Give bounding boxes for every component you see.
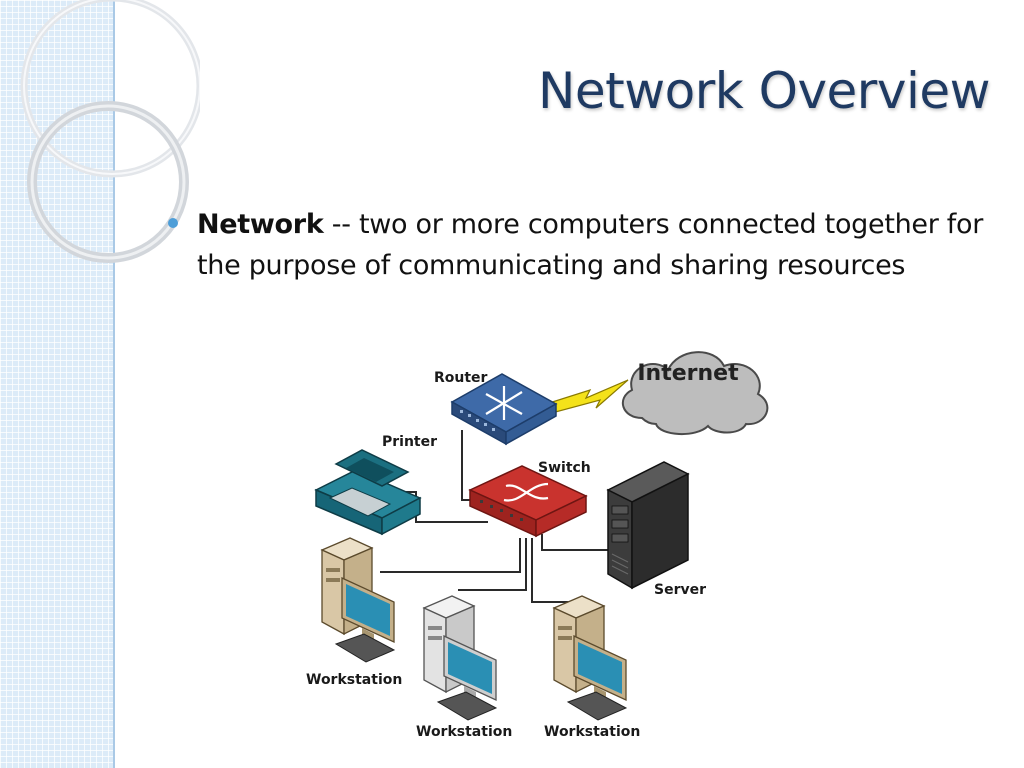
workstation-center-device xyxy=(422,595,498,721)
network-diagram: Internet Router Sw xyxy=(306,351,769,740)
server-device: Server xyxy=(606,461,706,598)
bullet-separator: -- xyxy=(323,209,359,240)
switch-arrows-icon xyxy=(503,482,549,502)
workstation-left-label: Workstation xyxy=(306,672,402,688)
side-decoration-border xyxy=(113,0,115,768)
server-label: Server xyxy=(654,582,706,598)
workstation-right-device xyxy=(552,595,628,721)
bullet-term: Network xyxy=(197,209,324,240)
decorative-arcs xyxy=(20,0,200,263)
internet-label: Internet xyxy=(637,361,739,386)
printer-label: Printer xyxy=(382,434,437,450)
bullet-text: Network -- two or more computers connect… xyxy=(197,204,1012,286)
bullet-dot xyxy=(168,218,178,228)
printer-device: Printer xyxy=(314,434,437,536)
router-label: Router xyxy=(434,370,488,386)
bullet-definition: two or more computers connected together… xyxy=(197,209,984,281)
internet-cloud: Internet xyxy=(621,351,769,436)
workstation-left-device xyxy=(320,537,396,663)
switch-device: Switch xyxy=(468,460,591,538)
switch-label: Switch xyxy=(538,460,591,476)
lightning-bolt-icon xyxy=(545,379,629,415)
workstation-right-label: Workstation xyxy=(544,724,640,740)
slide-title: Network Overview xyxy=(537,62,991,120)
router-arrows-icon xyxy=(485,386,523,420)
router-device: Router xyxy=(434,370,558,446)
workstation-center-label: Workstation xyxy=(416,724,512,740)
